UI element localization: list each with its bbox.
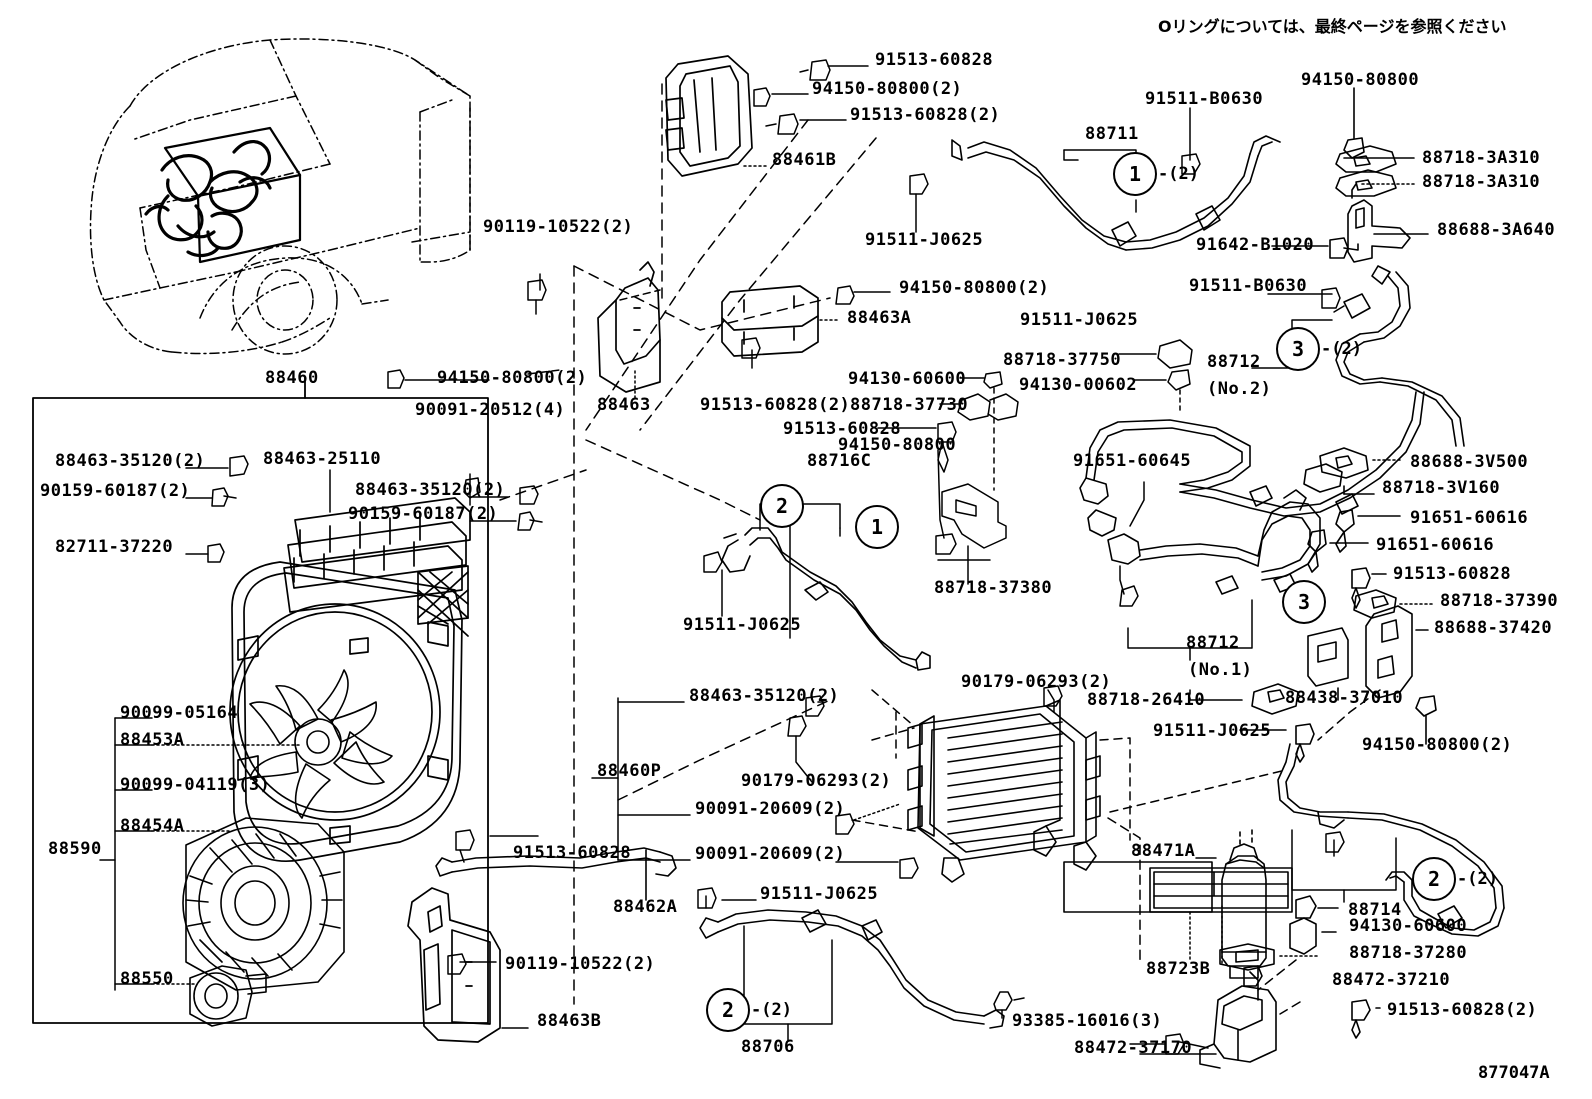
part-label-88463-35120-2-b: 88463-35120(2) <box>355 480 506 500</box>
part-label-88463: 88463 <box>597 395 651 415</box>
part-label-90099-04119-3: 90099-04119(3) <box>120 775 271 795</box>
part-label-88463-35120-2-a: 88463-35120(2) <box>55 451 206 471</box>
callout-2-a: 2 <box>760 484 804 528</box>
part-label-88718-37280: 88718-37280 <box>1349 943 1468 963</box>
part-label-94150-80800-b: 94150-80800 <box>1301 70 1420 90</box>
part-label-88590: 88590 <box>48 839 102 859</box>
part-label-94150-80800-2-d: 94150-80800(2) <box>437 368 588 388</box>
part-label-91513-60828-a: 91513-60828 <box>875 50 994 70</box>
part-label-88463-25110: 88463-25110 <box>263 449 382 469</box>
part-label-88438-37010: 88438-37010 <box>1285 688 1404 708</box>
part-label-91651-60616-a: 91651-60616 <box>1410 508 1529 528</box>
part-label-88472-37170: 88472-37170 <box>1074 1038 1193 1058</box>
part-label-88688-3a640: 88688-3A640 <box>1437 220 1556 240</box>
part-label-88718-37730: 88718-37730 <box>850 395 969 415</box>
part-label-88718-37380: 88718-37380 <box>934 578 1053 598</box>
part-label-88463b: 88463B <box>537 1011 602 1031</box>
part-label-88712-no1-sub: (No.1) <box>1188 660 1253 680</box>
part-label-88723b: 88723B <box>1146 959 1211 979</box>
callout-1-a: 1 <box>855 505 899 549</box>
part-label-88688-37420: 88688-37420 <box>1434 618 1553 638</box>
part-label-88718-3a310-b: 88718-3A310 <box>1422 172 1541 192</box>
part-label-94150-80800-2-b: 94150-80800(2) <box>899 278 1050 298</box>
part-label-93385-16016-3: 93385-16016(3) <box>1012 1011 1163 1031</box>
oring-note-jp: Oリングについては、最終ページを参照ください <box>1158 17 1507 36</box>
part-label-88461b: 88461B <box>772 150 837 170</box>
drawing-number: 877047A <box>1478 1063 1550 1083</box>
part-label-90091-20609-2-a: 90091-20609(2) <box>695 799 846 819</box>
part-label-88462a: 88462A <box>613 897 678 917</box>
part-label-91511-j0625-a: 91511-J0625 <box>865 230 984 250</box>
part-label-91513-60828-2-b: 91513-60828(2) <box>700 395 851 415</box>
part-label-94150-80800-2-a: 94150-80800(2) <box>812 79 963 99</box>
part-label-90099-05164: 90099-05164 <box>120 703 239 723</box>
callout-3-b: 3 <box>1282 580 1326 624</box>
part-label-91511-j0625-d: 91511-J0625 <box>1153 721 1272 741</box>
part-label-90119-10522-2-b: 90119-10522(2) <box>505 954 656 974</box>
part-label-94130-00602: 94130-00602 <box>1019 375 1138 395</box>
part-label-88714: 88714 <box>1348 900 1402 920</box>
part-label-94130-60600-b: 94130-60600 <box>1349 916 1468 936</box>
callout-1-b: 1 <box>1113 152 1157 196</box>
part-label-88460p: 88460P <box>597 761 662 781</box>
part-label-90179-06293-2-b: 90179-06293(2) <box>741 771 892 791</box>
callout-1-b-qty: -(2) <box>1158 164 1199 184</box>
part-label-91651-60645: 91651-60645 <box>1073 451 1192 471</box>
part-label-88716c: 88716C <box>807 451 872 471</box>
part-label-91511-j0625-e: 91511-J0625 <box>760 884 879 904</box>
part-label-91511-b0630-b: 91511-B0630 <box>1189 276 1308 296</box>
part-label-88454a: 88454A <box>120 816 185 836</box>
part-label-88706: 88706 <box>741 1037 795 1057</box>
part-label-88550: 88550 <box>120 969 174 989</box>
part-label-94150-80800-2-c: 94150-80800(2) <box>1362 735 1513 755</box>
part-label-90091-20512-4: 90091-20512(4) <box>415 400 566 420</box>
part-label-90119-10522-2-a: 90119-10522(2) <box>483 217 634 237</box>
part-label-91513-60828-2-b: 91513-60828(2) <box>1387 1000 1538 1020</box>
part-label-88472-37210: 88472-37210 <box>1332 970 1451 990</box>
part-label-90159-60187-2-a: 90159-60187(2) <box>40 481 191 501</box>
part-label-94130-60600-a: 94130-60600 <box>848 369 967 389</box>
part-label-88711: 88711 <box>1085 124 1139 144</box>
part-label-82711-37220: 82711-37220 <box>55 537 174 557</box>
part-label-94150-80800-a: 94150-80800 <box>838 435 957 455</box>
part-label-90179-06293-2-a: 90179-06293(2) <box>961 672 1112 692</box>
part-label-91651-60616-b: 91651-60616 <box>1376 535 1495 555</box>
part-label-88688-3v500: 88688-3V500 <box>1410 452 1529 472</box>
part-label-90159-60187-2-b: 90159-60187(2) <box>348 504 499 524</box>
part-label-88718-37750: 88718-37750 <box>1003 350 1122 370</box>
part-label-88453a: 88453A <box>120 730 185 750</box>
part-label-88718-3a310-a: 88718-3A310 <box>1422 148 1541 168</box>
part-label-88460: 88460 <box>265 368 319 388</box>
part-label-88463a: 88463A <box>847 308 912 328</box>
part-label-88463-35120-2-c: 88463-35120(2) <box>689 686 840 706</box>
part-label-91642-b1020: 91642-B1020 <box>1196 235 1315 255</box>
callout-2-b-qty: -(2) <box>751 1000 792 1020</box>
callout-3-a: 3 <box>1276 327 1320 371</box>
part-label-90091-20609-2-b: 90091-20609(2) <box>695 844 846 864</box>
part-label-88712-no2-sub: (No.2) <box>1207 379 1272 399</box>
part-label-91511-j0625-b: 91511-J0625 <box>683 615 802 635</box>
part-label-88718-26410: 88718-26410 <box>1087 690 1206 710</box>
part-label-91511-b0630-a: 91511-B0630 <box>1145 89 1264 109</box>
callout-2-c-qty: -(2) <box>1457 869 1498 889</box>
part-label-88712-no1: 88712 <box>1186 633 1240 653</box>
part-label-91513-60828-b: 91513-60828 <box>783 419 902 439</box>
part-label-91511-j0625-c: 91511-J0625 <box>1020 310 1139 330</box>
part-label-91513-60828-d: 91513-60828 <box>513 843 632 863</box>
callout-3-a-qty: -(2) <box>1321 339 1362 359</box>
part-label-91513-60828-c: 91513-60828 <box>1393 564 1512 584</box>
callout-2-c: 2 <box>1412 857 1456 901</box>
part-label-88718-3v160: 88718-3V160 <box>1382 478 1501 498</box>
part-label-88712-no2: 88712 <box>1207 352 1261 372</box>
callout-2-b: 2 <box>706 988 750 1032</box>
part-label-91513-60828-2-a: 91513-60828(2) <box>850 105 1001 125</box>
part-label-88718-37390: 88718-37390 <box>1440 591 1559 611</box>
part-label-88471a: 88471A <box>1131 841 1196 861</box>
